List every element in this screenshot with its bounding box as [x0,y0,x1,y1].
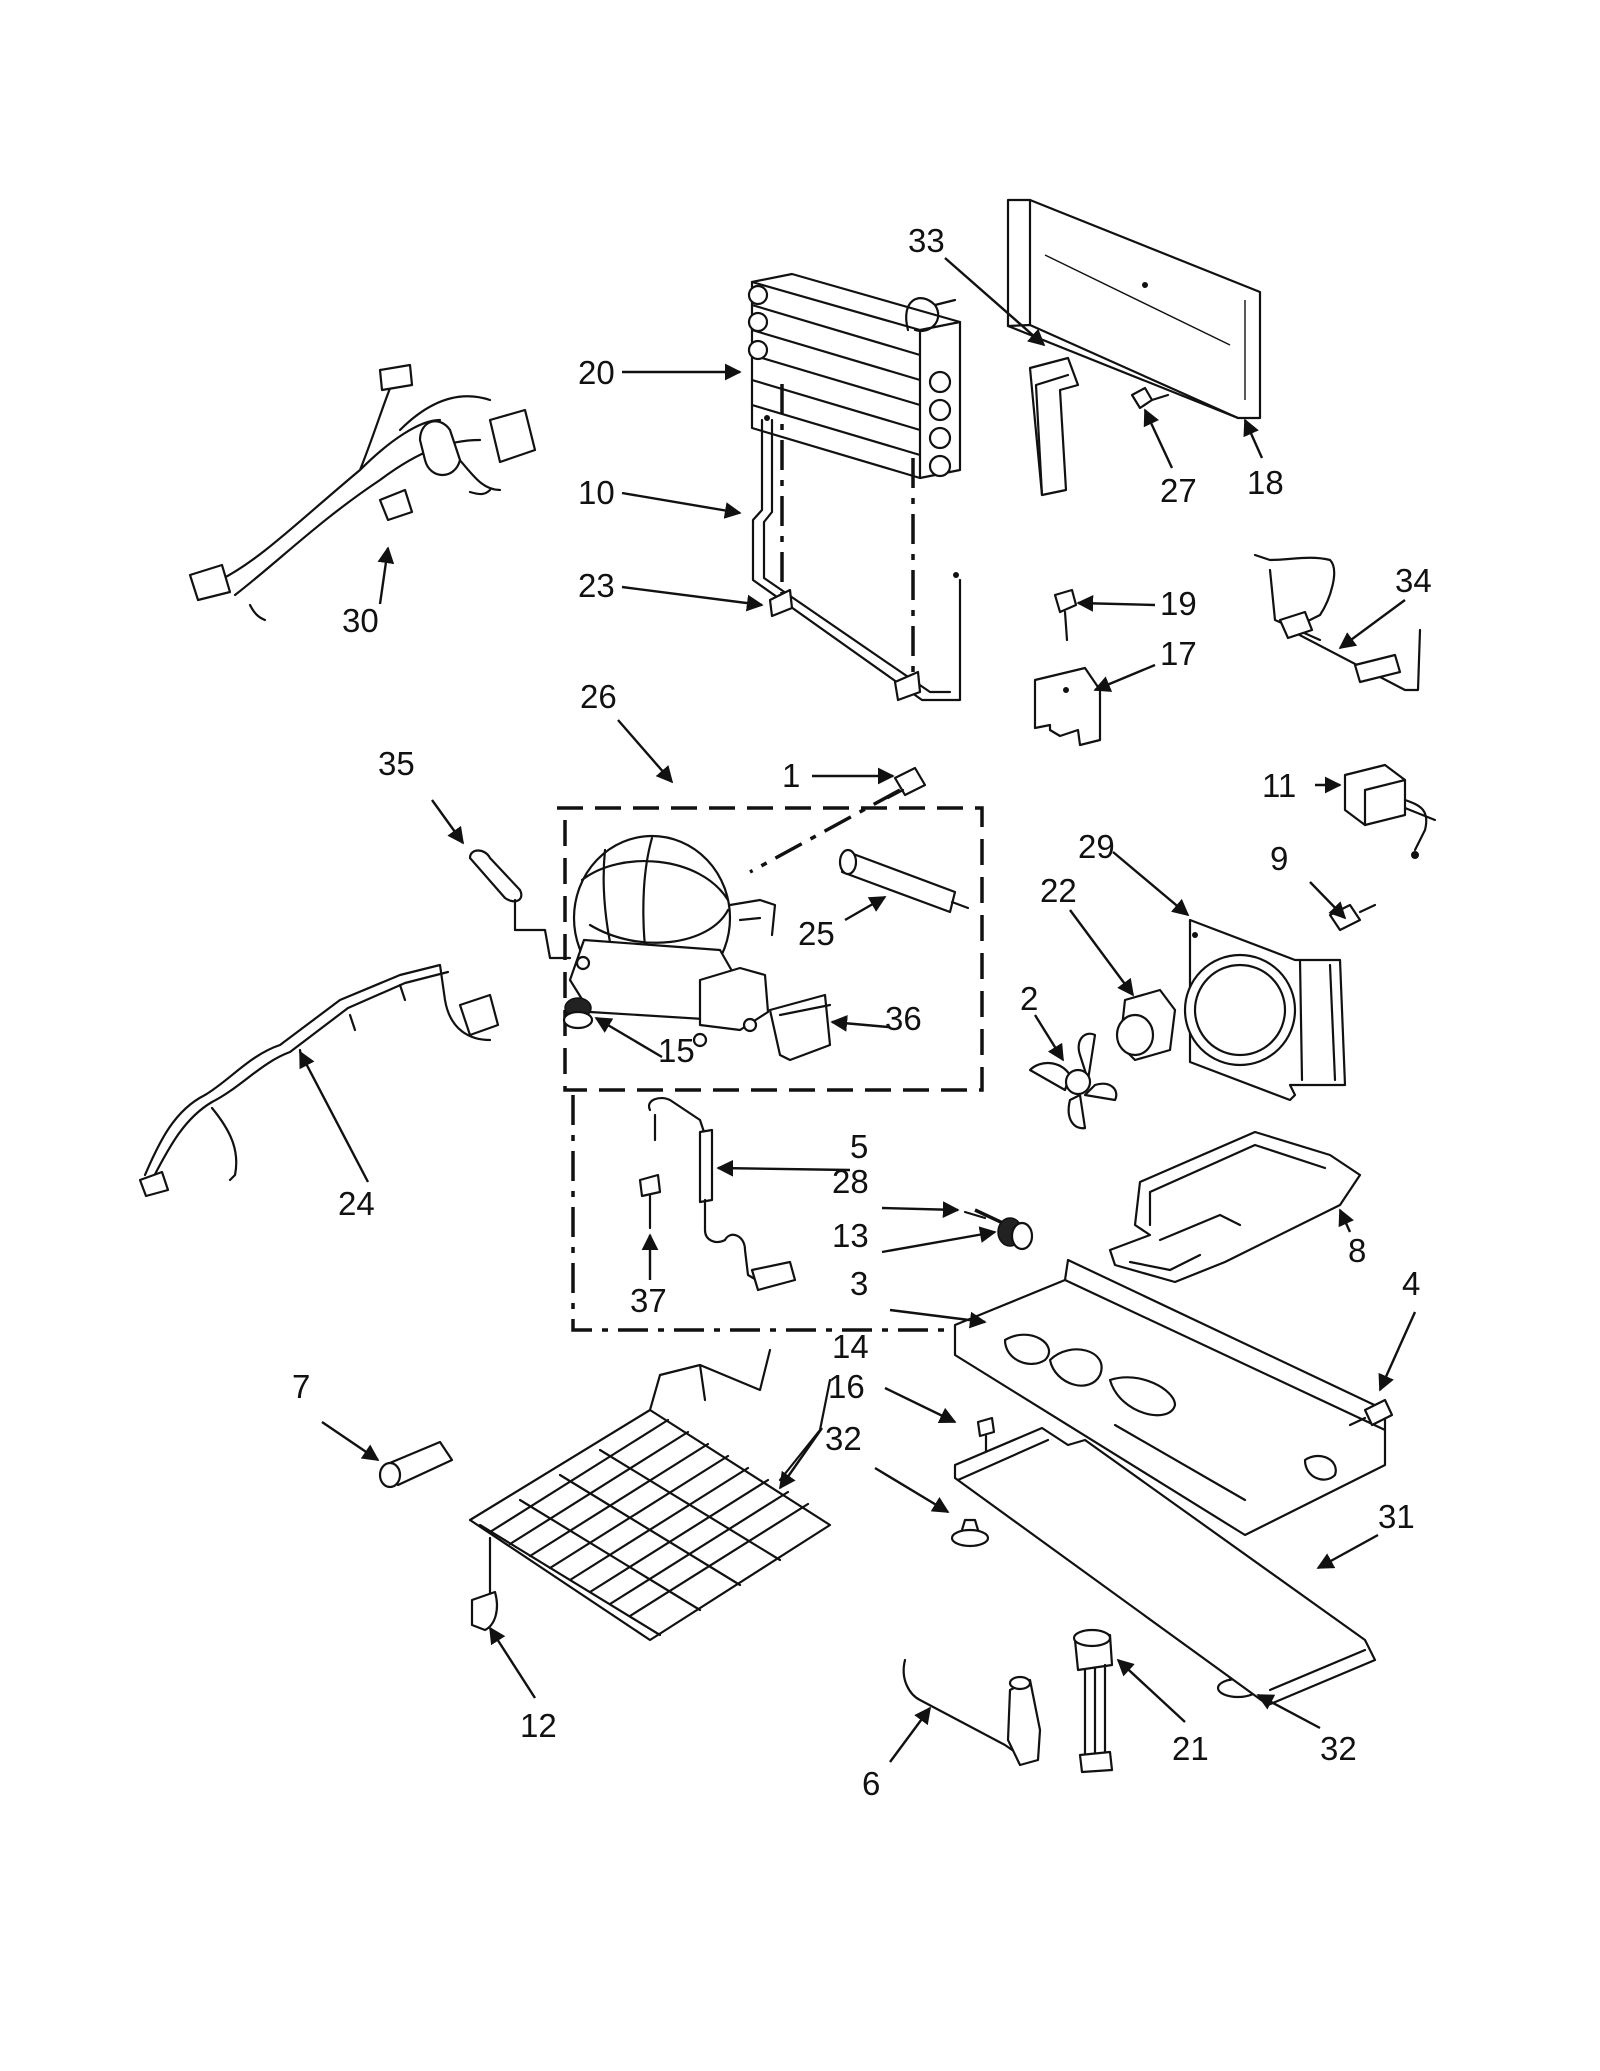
part-7-filter [378,1440,454,1489]
callout-11: 11 [1262,767,1296,804]
callout-16: 16 [828,1368,865,1405]
part-33-angle-bracket [1028,356,1080,497]
part-10-wire-frame [751,415,962,702]
part-16-condenser-grid [468,1348,832,1642]
part-11-start-relay [1343,763,1437,859]
part-35-clip [468,849,572,960]
callout-15: 15 [658,1032,695,1069]
callout-13: 13 [832,1217,869,1254]
callout-18: 18 [1247,464,1284,501]
part-27-screw [1130,386,1170,410]
callout-20: 20 [578,354,615,391]
part-25-filter-drier [838,848,970,914]
part-17-bracket [1033,666,1102,747]
part-31-base-cover [953,1426,1377,1707]
part-12-clip [470,1590,499,1632]
part-32-foot-front [950,1518,990,1548]
callout-12: 12 [520,1707,557,1744]
compressor-assembly-boundary [557,806,984,1092]
part-28-fitting [963,1210,987,1220]
callout-36: 36 [885,1000,922,1037]
part-20-condenser-coil [747,272,962,480]
callout-10: 10 [578,474,615,511]
callout-19: 19 [1160,585,1197,622]
part-3-base-plate [953,1258,1387,1537]
callout-8: 8 [1348,1232,1366,1269]
part-2-fan-blade [1028,1032,1118,1130]
callout-26: 26 [580,678,617,715]
part-15-grommet [562,997,594,1030]
callout-3: 3 [850,1265,868,1302]
part-30-power-cord-harness [188,363,537,622]
callout-4: 4 [1402,1265,1420,1302]
leader-lines [298,257,1417,1763]
part-8-drain-pan [1108,1130,1362,1284]
part-34-tubing [1253,553,1422,692]
callout-1: 1 [782,757,800,794]
part-26-compressor [568,834,777,1048]
callout-22: 22 [1040,872,1077,909]
callout-32-front: 32 [825,1420,862,1457]
callout-29: 29 [1078,828,1115,865]
callout-numbers: 33 20 10 23 27 18 19 17 34 11 30 26 1 35… [292,222,1432,1802]
part-13-grommet [997,1217,1034,1251]
callout-34: 34 [1395,562,1432,599]
callout-37: 37 [630,1282,667,1319]
callout-35: 35 [378,745,415,782]
part-4-screw [1348,1398,1394,1427]
part-36-overload [768,993,832,1062]
part-29-fan-shroud [1183,918,1347,1102]
callout-27: 27 [1160,472,1197,509]
callout-23: 23 [578,567,615,604]
callout-30: 30 [342,602,379,639]
part-23-wire-clip [768,588,922,702]
callout-5: 5 [850,1128,868,1165]
callout-6: 6 [862,1765,880,1802]
callout-25: 25 [798,915,835,952]
part-6-thermistor [902,1658,1042,1767]
callout-2: 2 [1020,980,1038,1017]
callout-33: 33 [908,222,945,259]
compressor-alignment-line-1 [749,788,901,874]
part-19-screw [1053,588,1078,642]
part-37-screw [638,1173,662,1230]
callout-14: 14 [832,1328,869,1365]
callout-9: 9 [1270,840,1288,877]
callout-7: 7 [292,1368,310,1405]
callout-21: 21 [1172,1730,1209,1767]
part-21-condenser-fan-motor [1072,1628,1114,1774]
callout-24: 24 [338,1185,375,1222]
lower-alignment-line [571,1095,1010,1332]
part-22-fan-motor [1115,988,1177,1062]
callout-28: 28 [832,1163,869,1200]
callout-32-rear: 32 [1320,1730,1357,1767]
part-24-wire-harness [138,963,500,1198]
part-14-screw [976,1416,996,1462]
callout-17: 17 [1160,635,1197,672]
callout-31: 31 [1378,1498,1415,1535]
part-18-channel-bracket [1006,198,1262,420]
part-5-tube [647,1096,797,1292]
